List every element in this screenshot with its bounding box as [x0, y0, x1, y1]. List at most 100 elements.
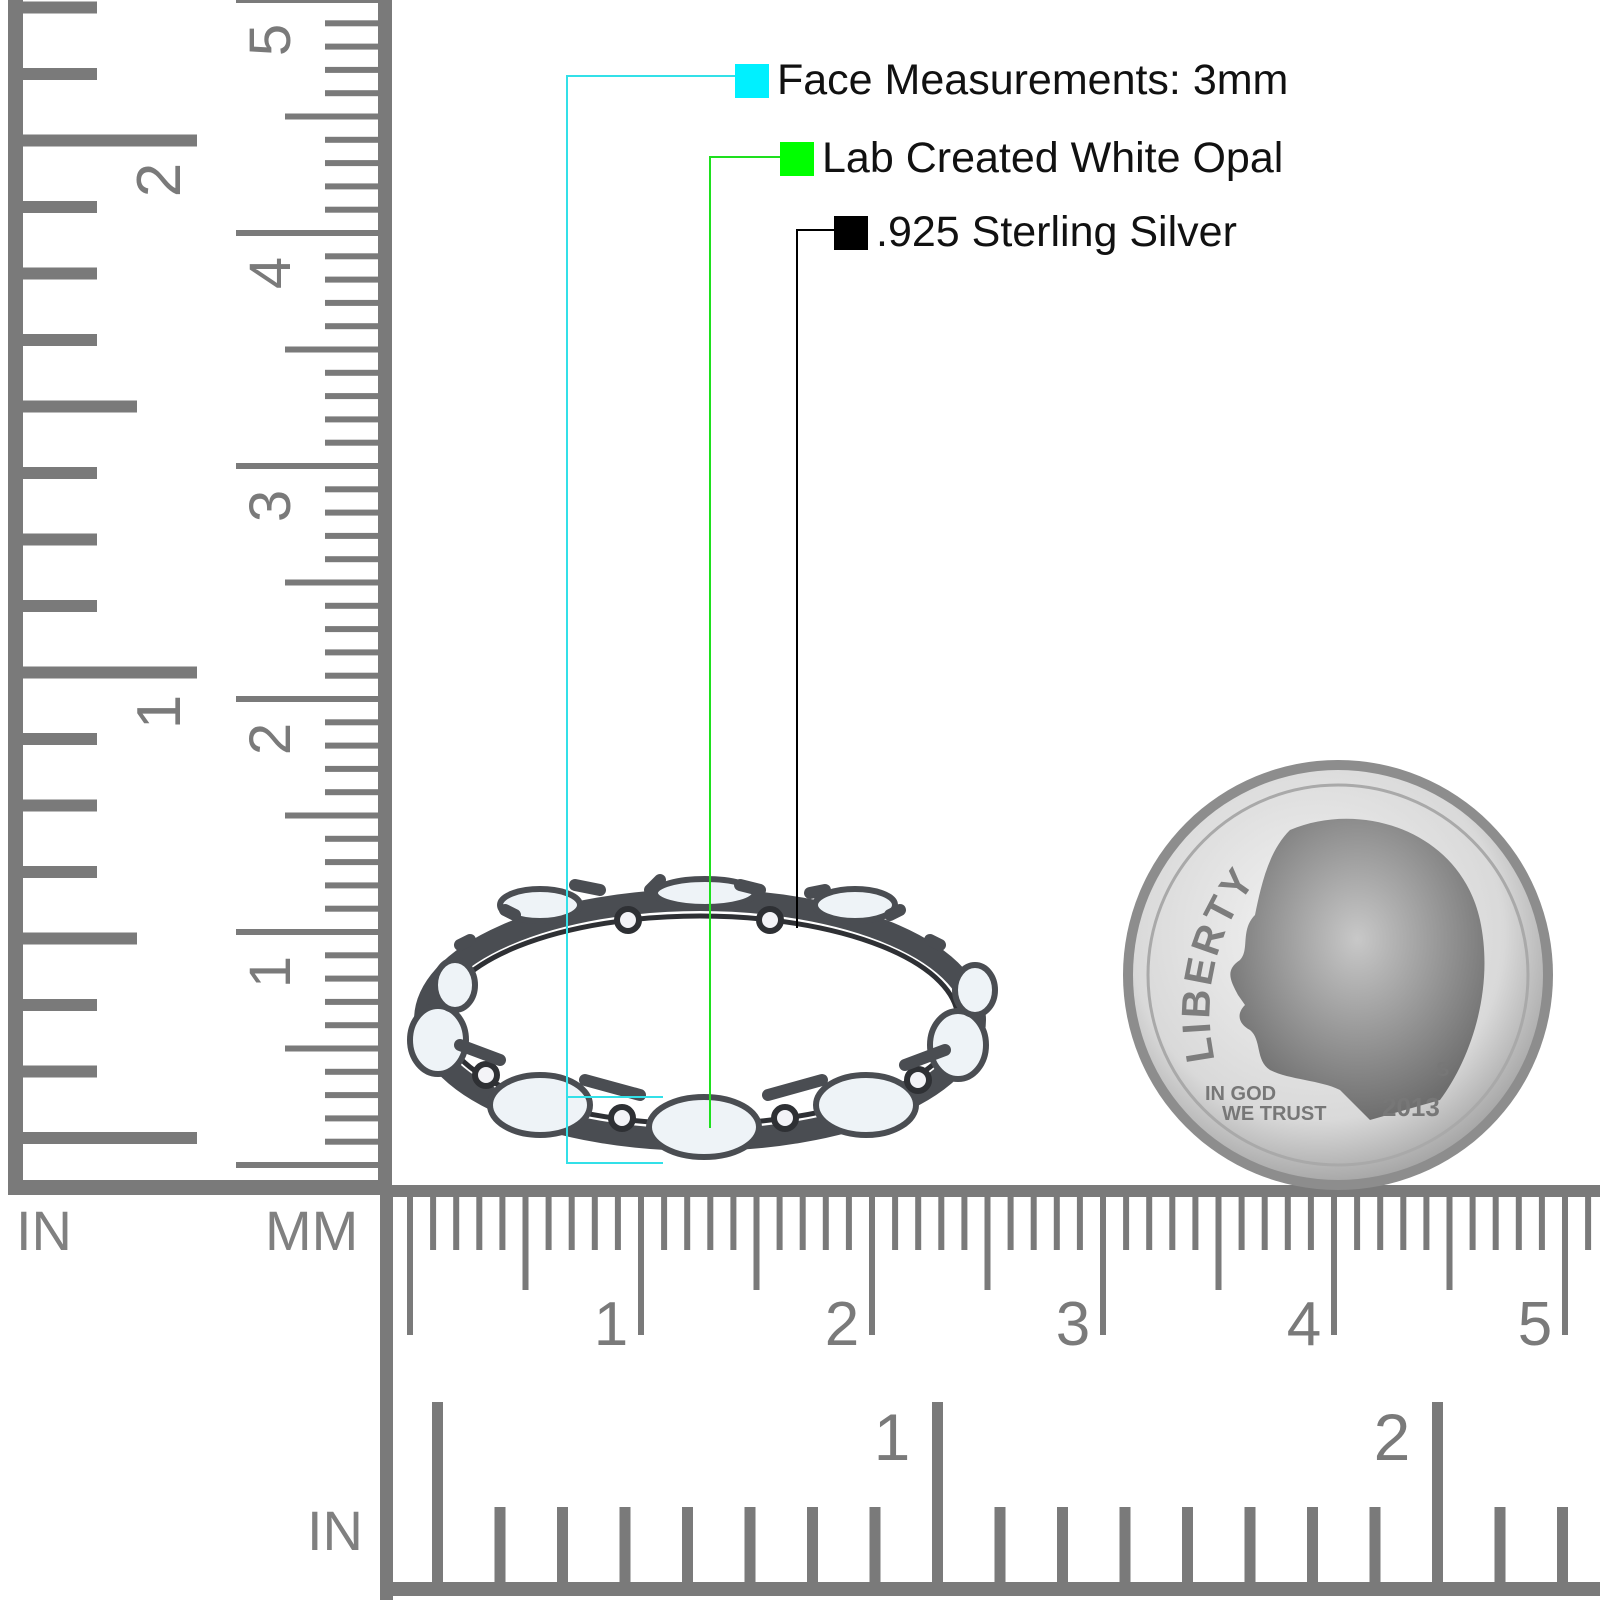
mm-tick — [1562, 1195, 1568, 1335]
prong — [644, 874, 666, 896]
opal-stone — [646, 1094, 762, 1160]
mm-tick — [325, 789, 378, 796]
face-measurement-line — [566, 75, 740, 1164]
inch-tick — [22, 932, 137, 945]
mm-tick — [730, 1195, 737, 1250]
legend-label: .925 Sterling Silver — [876, 208, 1237, 256]
opal-stone — [432, 957, 478, 1013]
inch-tick — [1119, 1507, 1131, 1582]
inch-tick — [744, 1507, 756, 1582]
mm-tick — [799, 1195, 806, 1250]
legend-label: Lab Created White Opal — [822, 134, 1284, 182]
horizontal-mm-edge — [380, 1185, 1600, 1197]
inch-tick — [22, 666, 197, 679]
inch-tick — [1244, 1507, 1256, 1582]
inch-tick — [22, 1065, 97, 1078]
inch-tick — [22, 467, 97, 479]
horizontal-inch-unit: IN — [307, 1499, 363, 1562]
inch-label: 2 — [1374, 1400, 1411, 1474]
mm-tick — [325, 393, 378, 400]
mm-tick — [476, 1195, 483, 1250]
inch-tick — [22, 68, 97, 80]
mm-tick — [892, 1195, 899, 1250]
cz-accent-stone — [771, 1104, 799, 1132]
inch-tick — [1494, 1507, 1506, 1582]
legend-silver: .925 Sterling Silver — [834, 208, 1237, 257]
mm-tick — [325, 742, 378, 749]
prong — [899, 1044, 951, 1071]
cm-label: 3 — [238, 490, 303, 522]
mm-tick — [1261, 1195, 1268, 1250]
mm-tick — [325, 952, 378, 959]
inch-label: 2 — [125, 163, 194, 197]
mm-tick — [1284, 1195, 1291, 1250]
mm-tick — [430, 1195, 437, 1250]
mm-tick — [325, 626, 378, 633]
cz-accent-stone — [472, 1061, 500, 1089]
mm-tick — [325, 90, 378, 97]
mm-tick — [1585, 1195, 1592, 1250]
mm-tick — [1492, 1195, 1499, 1250]
inch-tick — [22, 733, 97, 745]
silver-line — [796, 229, 838, 928]
inch-tick — [22, 1, 97, 14]
mm-tick — [325, 206, 378, 213]
mm-tick — [236, 1162, 378, 1168]
vertical-bottom-edge — [8, 1180, 392, 1195]
inch-tick — [22, 799, 97, 812]
mm-tick — [236, 230, 378, 236]
mm-tick — [684, 1195, 691, 1250]
mm-tick — [1053, 1195, 1060, 1250]
vertical-inch-unit: IN — [16, 1199, 72, 1262]
vertical-mm-unit: MM — [265, 1199, 359, 1262]
mm-tick — [1423, 1195, 1430, 1250]
mm-tick — [325, 276, 378, 283]
cm-label: 2 — [238, 723, 303, 755]
mm-tick — [325, 439, 378, 446]
mm-tick — [325, 20, 378, 27]
coin-portrait — [1230, 818, 1485, 1120]
mm-tick — [984, 1195, 991, 1290]
inch-tick — [1057, 1507, 1068, 1582]
mm-tick — [325, 369, 378, 376]
opal-stone — [952, 962, 998, 1018]
mm-tick — [707, 1195, 714, 1250]
mm-tick — [1515, 1195, 1522, 1250]
cm-label: 2 — [825, 1290, 859, 1359]
mm-tick — [453, 1195, 460, 1250]
mm-tick — [499, 1195, 506, 1250]
mm-tick — [568, 1195, 575, 1250]
opal-line — [709, 156, 785, 1128]
legend-label: Face Measurements: 3mm — [777, 56, 1289, 104]
inch-tick — [22, 600, 97, 612]
coin-motto-1: IN GOD — [1205, 1083, 1276, 1105]
mm-tick — [822, 1195, 829, 1250]
mm-tick — [325, 719, 378, 726]
mm-tick — [325, 43, 378, 50]
vertical-mm-edge — [378, 0, 392, 1195]
prong — [804, 884, 831, 899]
prong — [579, 1074, 646, 1101]
prong — [734, 879, 766, 896]
mm-tick — [325, 1022, 378, 1029]
mm-tick — [1146, 1195, 1153, 1250]
mm-tick — [325, 882, 378, 889]
mm-tick — [1007, 1195, 1014, 1250]
green-swatch — [780, 141, 814, 176]
mm-tick — [614, 1195, 621, 1250]
mm-tick — [325, 905, 378, 912]
inch-tick — [557, 1507, 568, 1582]
cm-label: 5 — [1518, 1290, 1552, 1359]
mm-tick — [1446, 1195, 1453, 1290]
mm-tick — [1538, 1195, 1545, 1250]
mm-tick — [1400, 1195, 1407, 1250]
mm-tick — [325, 183, 378, 190]
mm-tick — [325, 835, 378, 842]
mm-tick — [236, 929, 378, 935]
inch-tick — [619, 1507, 631, 1582]
mm-tick — [285, 1045, 378, 1052]
mm-tick — [1030, 1195, 1037, 1250]
